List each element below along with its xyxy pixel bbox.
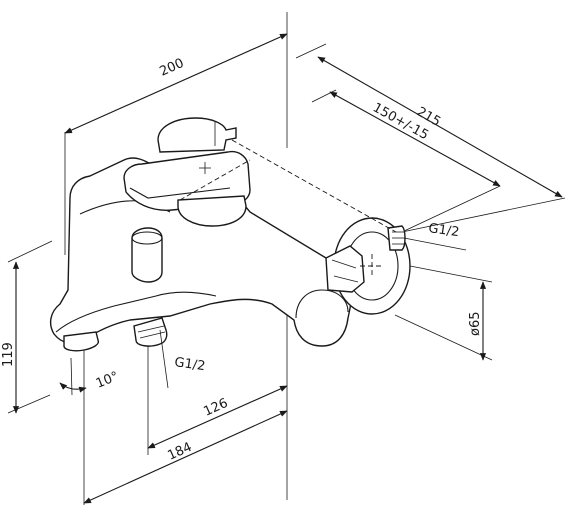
thread-label-bottom: G1/2 <box>173 355 206 374</box>
dim-line-200 <box>64 33 288 134</box>
diverter-knob <box>131 227 163 283</box>
rear-flange <box>157 117 237 153</box>
thread-labels: G1/2 G1/2 <box>173 221 460 374</box>
dim-line-215 <box>317 56 563 198</box>
lever-base <box>177 195 247 227</box>
dim-line-184 <box>83 410 288 504</box>
spout-aerator <box>63 331 100 352</box>
dim-200: 200 <box>158 56 187 80</box>
leader-lines <box>159 237 467 389</box>
bottom-connector <box>133 317 168 347</box>
right-nut <box>325 245 365 293</box>
dim-arc-angle <box>59 382 87 393</box>
dim-126: 126 <box>202 396 231 420</box>
thread-label-right: G1/2 <box>427 221 460 240</box>
dim-angle: 10° <box>94 369 121 392</box>
dim-line-126 <box>147 385 288 449</box>
lever <box>123 150 251 211</box>
dim-65: ø65 <box>468 312 483 337</box>
axis-centerline <box>231 139 397 233</box>
faucet-body <box>49 117 411 352</box>
dim-line-150 <box>329 91 501 187</box>
dim-119: 119 <box>1 342 16 367</box>
dimension-lines <box>12 33 563 504</box>
